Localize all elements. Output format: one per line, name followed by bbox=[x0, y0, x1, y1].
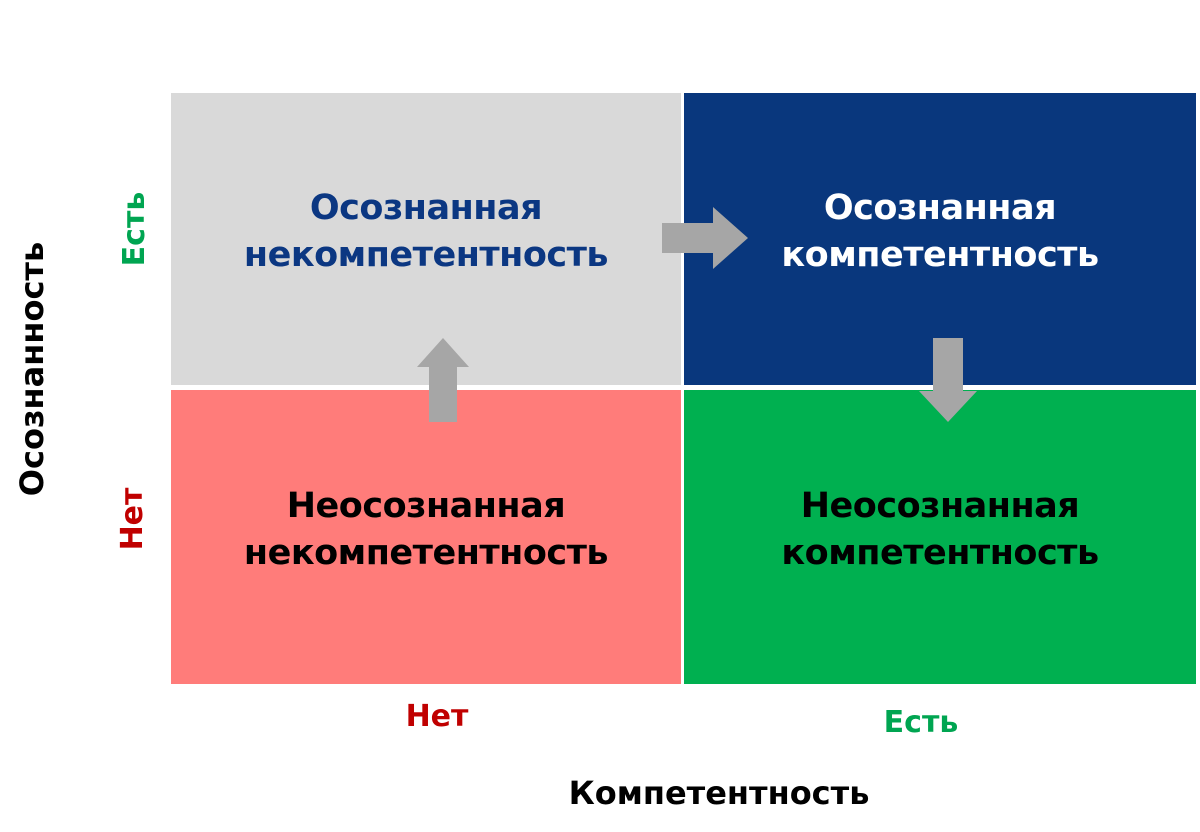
y-axis-tick-no: Нет bbox=[115, 487, 150, 551]
quadrant-unconscious-competence: Неосознанная компетентность bbox=[684, 390, 1196, 684]
quadrant-label-line1: Неосознанная bbox=[800, 486, 1080, 526]
quadrant-label: Осознанная компетентность bbox=[781, 185, 1099, 279]
quadrant-label: Неосознанная компетентность bbox=[781, 483, 1099, 577]
quadrant-label: Осознанная некомпетентность bbox=[243, 185, 609, 279]
arrow-down-icon bbox=[919, 338, 977, 422]
quadrant-unconscious-incompetence: Неосознанная некомпетентность bbox=[171, 390, 681, 684]
quadrant-label-line2: некомпетентность bbox=[243, 533, 609, 573]
x-axis-tick-yes: Есть bbox=[883, 705, 959, 740]
quadrant-label: Неосознанная некомпетентность bbox=[243, 483, 609, 577]
quadrant-conscious-incompetence: Осознанная некомпетентность bbox=[171, 93, 681, 385]
quadrant-label-line2: компетентность bbox=[781, 235, 1099, 275]
quadrant-label-line1: Неосознанная bbox=[286, 486, 566, 526]
x-axis-tick-no: Нет bbox=[405, 699, 469, 734]
quadrant-label-line2: некомпетентность bbox=[243, 235, 609, 275]
quadrant-label-line1: Осознанная bbox=[823, 188, 1057, 228]
x-axis-title: Компетентность bbox=[568, 774, 870, 812]
quadrant-label-line2: компетентность bbox=[781, 533, 1099, 573]
arrow-right-icon bbox=[662, 207, 748, 269]
arrow-up-icon bbox=[417, 338, 469, 422]
quadrant-label-line1: Осознанная bbox=[309, 188, 543, 228]
quadrant-conscious-competence: Осознанная компетентность bbox=[684, 93, 1196, 385]
y-axis-tick-yes: Есть bbox=[117, 191, 152, 267]
y-axis-title: Осознанность bbox=[13, 241, 51, 497]
